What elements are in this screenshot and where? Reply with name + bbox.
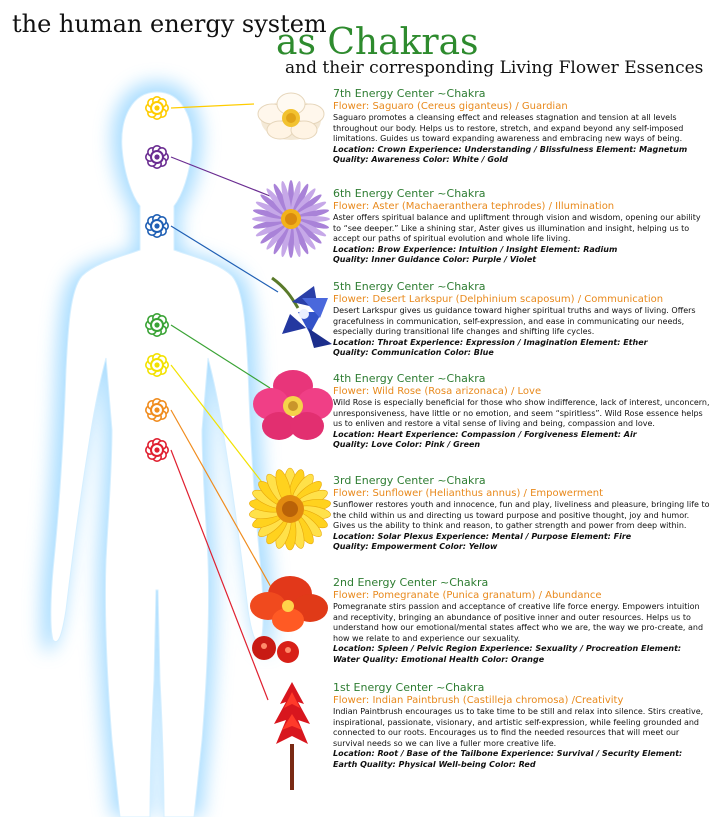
connector-line	[170, 449, 269, 701]
center-title: 7th Energy Center ~Chakra	[333, 87, 486, 100]
title-line-1: the human energy system	[12, 10, 327, 38]
chakra-block-6: 6th Energy Center ~Chakra Flower: Aster …	[333, 187, 711, 266]
flower-title: Flower: Desert Larkspur (Delphinium scap…	[333, 294, 664, 305]
meta-line: Location: Spleen / Pelvic Region Experie…	[333, 644, 682, 654]
larkspur-flower-icon	[271, 276, 332, 348]
connector-line	[170, 364, 269, 491]
connector-line	[170, 225, 279, 293]
connector-line	[170, 156, 271, 197]
chakra-dots	[145, 96, 170, 462]
flower-title: Flower: Saguaro (Cereus giganteus) / Gua…	[333, 101, 568, 112]
meta-line: Location: Heart Experience: Compassion /…	[333, 429, 637, 439]
chakra-block-2: 2nd Energy Center ~Chakra Flower: Pomegr…	[333, 576, 711, 666]
paintbrush-flower-icon	[274, 682, 310, 790]
meta-line: Water Quality: Emotional Health Color: O…	[333, 654, 545, 664]
pomegranate-flower-icon	[250, 576, 328, 663]
meta-line: Location: Brow Experience: Intuition / I…	[333, 244, 618, 254]
title-line-3: and their corresponding Living Flower Es…	[285, 58, 704, 78]
chakra-dot-icon	[145, 96, 170, 121]
meta-line: Location: Throat Experience: Expression …	[333, 337, 648, 347]
chakra-block-7: 7th Energy Center ~Chakra Flower: Saguar…	[333, 87, 711, 166]
description: Aster offers spiritual balance and uplif…	[333, 213, 701, 244]
chakra-dot-icon	[145, 437, 170, 462]
connector-lines	[170, 103, 279, 701]
center-title: 5th Energy Center ~Chakra	[333, 280, 486, 293]
description: Saguaro promotes a cleansing effect and …	[333, 113, 684, 144]
aster-flower-icon	[252, 180, 330, 258]
meta-line: Quality: Awareness Color: White / Gold	[333, 155, 508, 165]
connector-line	[170, 324, 271, 389]
flower-title: Flower: Pomegranate (Punica granatum) / …	[333, 590, 602, 601]
chakra-block-3: 3rd Energy Center ~Chakra Flower: Sunflo…	[333, 474, 711, 553]
meta-line: Earth Quality: Physical Well-being Color…	[333, 759, 536, 769]
flower-title: Flower: Wild Rose (Rosa arizonaca) / Lov…	[333, 386, 542, 397]
description: Desert Larkspur gives us guidance toward…	[333, 306, 696, 337]
description: Wild Rose is especially beneficial for t…	[333, 398, 710, 429]
description: Indian Paintbrush encourages us to take …	[333, 707, 704, 748]
connector-line	[170, 409, 277, 597]
chakra-block-1: 1st Energy Center ~Chakra Flower: Indian…	[333, 681, 711, 771]
chakra-dot-icon	[145, 352, 170, 377]
center-title: 1st Energy Center ~Chakra	[333, 681, 485, 694]
chakra-dot-icon	[145, 397, 170, 422]
meta-line: Location: Solar Plexus Experience: Menta…	[333, 531, 632, 541]
meta-line: Location: Root / Base of the Tailbone Ex…	[333, 749, 683, 759]
connector-line	[170, 103, 255, 109]
flower-title: Flower: Sunflower (Helianthus annus) / E…	[333, 488, 604, 499]
meta-line: Quality: Communication Color: Blue	[333, 348, 494, 358]
title-line-2: as Chakras	[276, 22, 479, 63]
meta-line: Quality: Empowerment Color: Yellow	[333, 542, 498, 552]
flower-title: Flower: Aster (Machaeranthera tephrodes)…	[333, 201, 615, 212]
center-title: 4th Energy Center ~Chakra	[333, 372, 486, 385]
chakra-dot-icon	[145, 312, 170, 337]
description: Sunflower restores youth and innocence, …	[333, 500, 710, 531]
meta-line: Quality: Love Color: Pink / Green	[333, 440, 481, 450]
description: Pomegranate stirs passion and acceptance…	[333, 602, 704, 643]
center-title: 2nd Energy Center ~Chakra	[333, 576, 489, 589]
saguaro-flower-icon	[257, 92, 325, 140]
wild-rose-flower-icon	[253, 370, 333, 440]
chakra-block-4: 4th Energy Center ~Chakra Flower: Wild R…	[333, 372, 711, 451]
chakra-dot-icon	[145, 214, 170, 239]
sunflower-flower-icon	[249, 467, 331, 551]
chakra-block-5: 5th Energy Center ~Chakra Flower: Desert…	[333, 280, 711, 359]
center-title: 6th Energy Center ~Chakra	[333, 187, 486, 200]
meta-line: Location: Crown Experience: Understandin…	[333, 144, 688, 154]
flower-title: Flower: Indian Paintbrush (Castilleja ch…	[333, 695, 624, 706]
meta-line: Quality: Inner Guidance Color: Purple / …	[333, 255, 537, 265]
chakra-dot-icon	[145, 145, 170, 170]
center-title: 3rd Energy Center ~Chakra	[333, 474, 486, 487]
